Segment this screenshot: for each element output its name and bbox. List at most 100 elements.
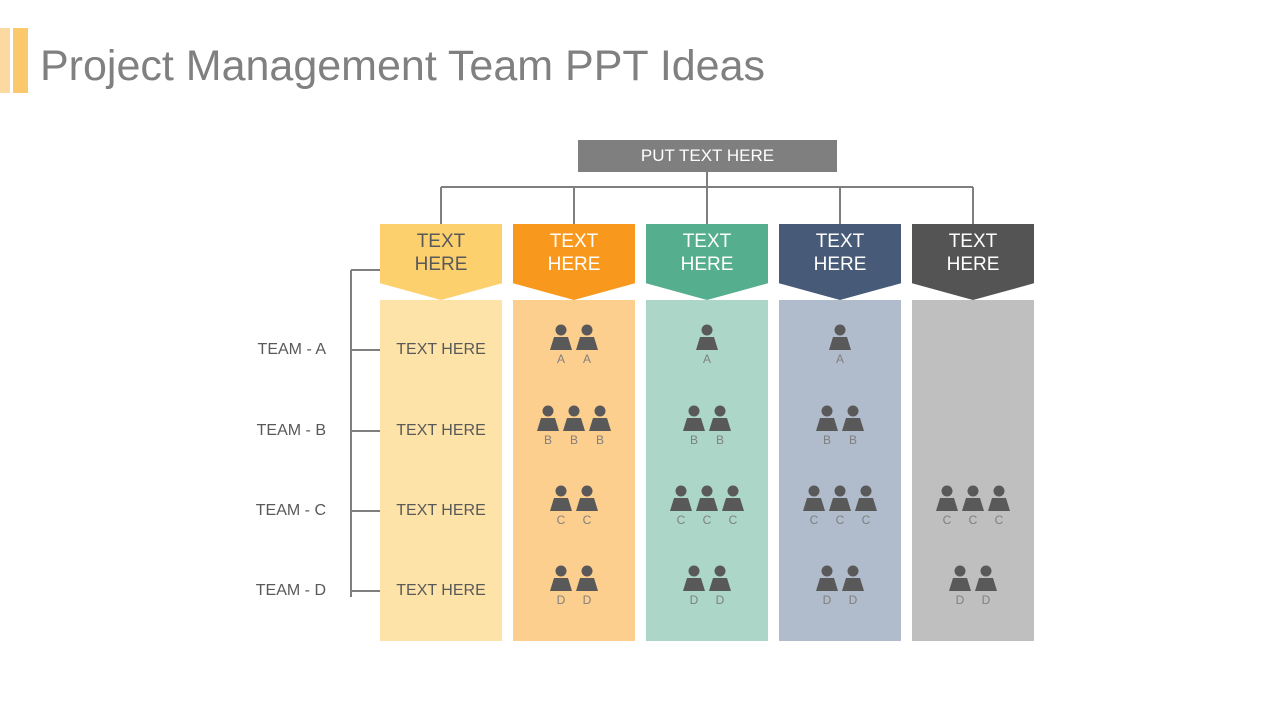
member-team-letter: C	[676, 513, 686, 527]
team-member: D	[947, 565, 973, 607]
person-icon	[842, 405, 864, 431]
person-icon	[949, 565, 971, 591]
team-label-c: TEAM - C	[255, 502, 326, 519]
team-member: D	[973, 565, 999, 607]
member-team-letter: B	[569, 433, 578, 447]
team-member: C	[934, 485, 960, 527]
member-group: A	[779, 324, 901, 366]
team-member: D	[574, 565, 600, 607]
person-icon	[988, 485, 1010, 511]
member-team-letter: C	[556, 513, 566, 527]
person-icon	[975, 565, 997, 591]
team-row-text: TEXT HERE	[396, 582, 486, 599]
member-team-letter: A	[582, 352, 591, 366]
team-member: D	[840, 565, 866, 607]
team-member: C	[827, 485, 853, 527]
team-member: C	[986, 485, 1012, 527]
team-label-a: TEAM - A	[257, 341, 326, 358]
column-header-4: TEXT HERE	[779, 224, 901, 300]
person-icon	[550, 485, 572, 511]
column-body-4	[779, 300, 901, 641]
team-member: B	[587, 405, 613, 447]
team-member: B	[561, 405, 587, 447]
member-team-letter: D	[556, 593, 566, 607]
person-icon	[683, 565, 705, 591]
title-accent-bar	[13, 28, 28, 93]
team-member: B	[535, 405, 561, 447]
column-body-5	[912, 300, 1034, 641]
member-team-letter: D	[715, 593, 725, 607]
person-icon	[962, 485, 984, 511]
person-icon	[550, 324, 572, 350]
person-icon	[563, 405, 585, 431]
team-member: C	[574, 485, 600, 527]
team-member: D	[814, 565, 840, 607]
person-icon	[576, 485, 598, 511]
person-icon	[722, 485, 744, 511]
team-label-b: TEAM - B	[256, 422, 326, 439]
member-team-letter: C	[582, 513, 592, 527]
team-member: B	[707, 405, 733, 447]
member-team-letter: D	[981, 593, 991, 607]
column-header-3: TEXT HERE	[646, 224, 768, 300]
person-icon	[576, 324, 598, 350]
person-icon	[803, 485, 825, 511]
person-icon	[550, 565, 572, 591]
member-team-letter: C	[728, 513, 738, 527]
member-team-letter: B	[715, 433, 724, 447]
team-row-text: TEXT HERE	[396, 341, 486, 358]
person-icon	[537, 405, 559, 431]
team-member: D	[681, 565, 707, 607]
member-team-letter: C	[994, 513, 1004, 527]
team-member: B	[814, 405, 840, 447]
member-team-letter: D	[848, 593, 858, 607]
team-member: C	[548, 485, 574, 527]
team-member: C	[668, 485, 694, 527]
column-header-label: TEXT HERE	[680, 231, 734, 275]
person-icon	[670, 485, 692, 511]
member-team-letter: A	[835, 352, 844, 366]
member-team-letter: C	[809, 513, 819, 527]
member-team-letter: B	[543, 433, 552, 447]
column-header-1: TEXT HERE	[380, 224, 502, 300]
member-team-letter: B	[689, 433, 698, 447]
person-icon	[936, 485, 958, 511]
member-team-letter: C	[968, 513, 978, 527]
person-icon	[576, 565, 598, 591]
person-icon	[816, 405, 838, 431]
column-header-2: TEXT HERE	[513, 224, 635, 300]
title-accent-bar-light	[0, 28, 10, 93]
person-icon	[855, 485, 877, 511]
team-member: C	[720, 485, 746, 527]
member-team-letter: B	[822, 433, 831, 447]
team-member: A	[827, 324, 853, 366]
column-body-1	[380, 300, 502, 641]
team-member: B	[681, 405, 707, 447]
team-member: A	[548, 324, 574, 366]
team-member: C	[801, 485, 827, 527]
team-member: D	[707, 565, 733, 607]
team-member: D	[548, 565, 574, 607]
team-row-text: TEXT HERE	[396, 422, 486, 439]
column-header-5: TEXT HERE	[912, 224, 1034, 300]
member-team-letter: D	[582, 593, 592, 607]
member-team-letter: B	[848, 433, 857, 447]
person-icon	[683, 405, 705, 431]
team-member: C	[960, 485, 986, 527]
person-icon	[709, 565, 731, 591]
column-header-label: TEXT HERE	[946, 231, 1000, 275]
person-icon	[829, 324, 851, 350]
column-body-3	[646, 300, 768, 641]
team-member: B	[840, 405, 866, 447]
member-team-letter: C	[942, 513, 952, 527]
member-team-letter: A	[556, 352, 565, 366]
